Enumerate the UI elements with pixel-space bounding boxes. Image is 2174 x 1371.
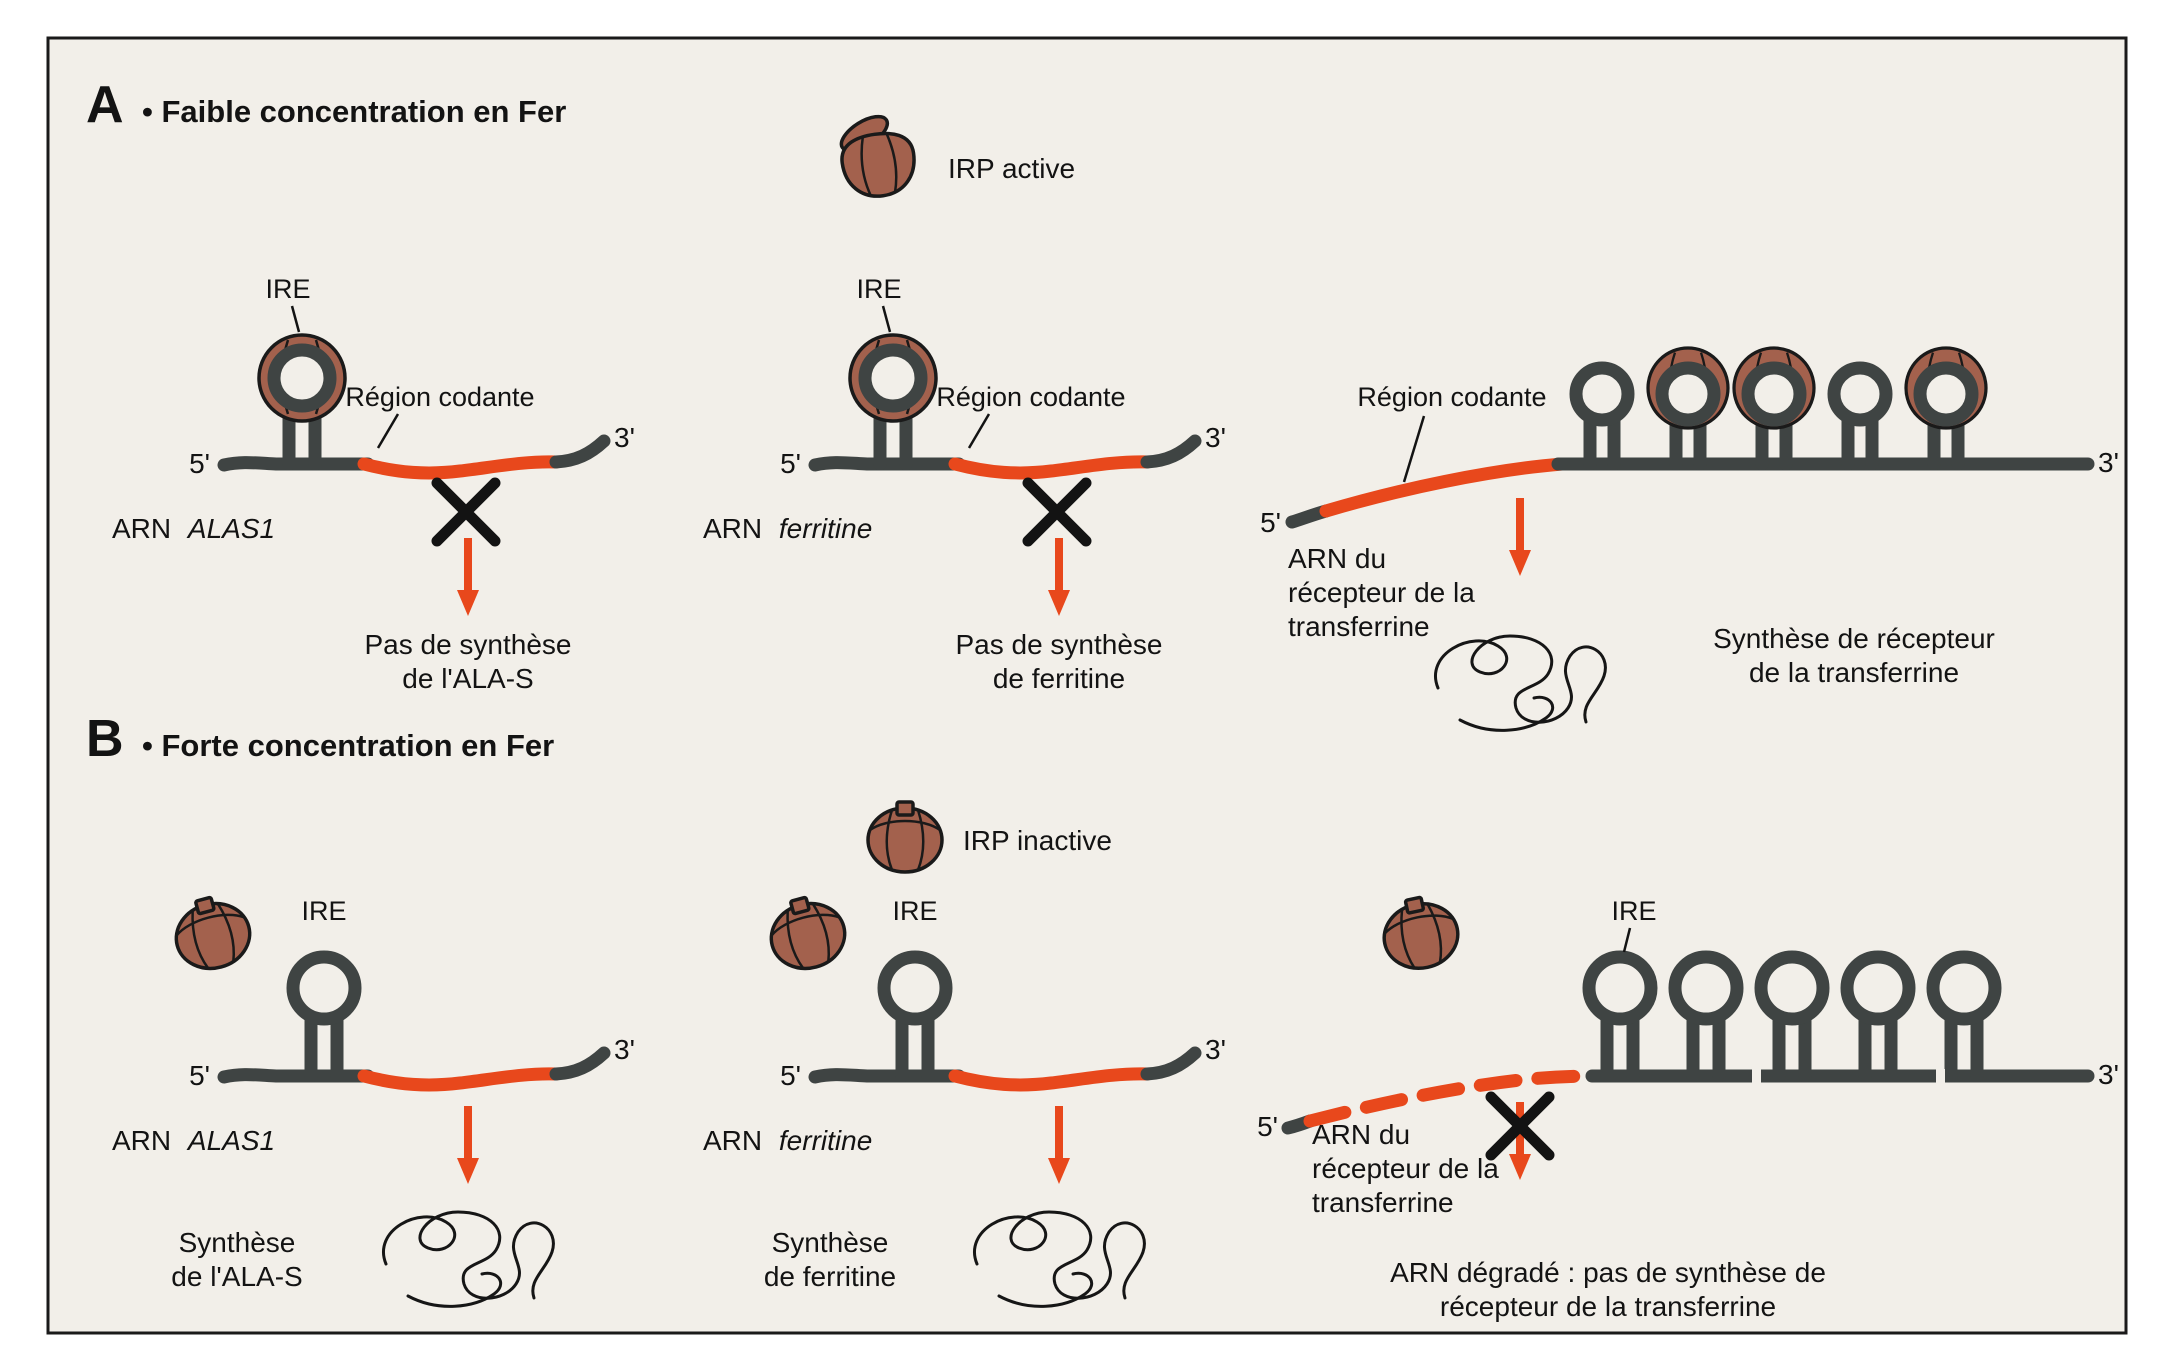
irp-inactive-label: IRP inactive [963, 825, 1112, 856]
rna-prefix: ARN [703, 1125, 762, 1156]
result-text-line1: Synthèse [179, 1227, 296, 1258]
rna-name-line1: ARN du [1288, 543, 1386, 574]
panel-a: A • Faible concentration en Fer IRP acti… [86, 76, 2119, 732]
result-text-line1: Pas de synthèse [955, 629, 1162, 660]
coding-region-pointer-line [967, 413, 991, 449]
rna-prefix: ARN [703, 513, 762, 544]
rna-name-line3: transferrine [1288, 611, 1430, 642]
three-prime-label: 3' [614, 1034, 635, 1065]
rna-strand [224, 463, 368, 465]
diagram-b-ferritine: 5' IRE 3' ARN ferritine Synthèse de ferr… [703, 887, 1226, 1308]
result-text-line2: de ferritine [993, 663, 1125, 694]
rna-name-label: ARN ALAS1 [112, 1125, 275, 1156]
result-text-line2: de l'ALA-S [402, 663, 533, 694]
five-prime-label: 5' [780, 448, 801, 479]
five-prime-label: 5' [780, 1060, 801, 1091]
rna-strand [815, 463, 959, 465]
ire-loop-ring-2 [1741, 361, 1807, 427]
coding-region-degraded [1303, 1069, 1607, 1128]
rna-name-label: ARN ferritine [703, 513, 872, 544]
panel-b-title: B • Forte concentration en Fer [86, 710, 554, 768]
ire-label: IRE [892, 896, 937, 926]
rna-nick-1 [1752, 1069, 1761, 1084]
rna-name-line3: transferrine [1312, 1187, 1454, 1218]
coding-region-pointer-line [1402, 415, 1426, 483]
rna-strand [815, 1075, 959, 1077]
ire-loop-ring [858, 343, 928, 413]
five-prime-label: 5' [1257, 1111, 1278, 1142]
rna-prefix: ARN [112, 1125, 171, 1156]
result-text-line1: Synthèse [772, 1227, 889, 1258]
diagram-a-alas1: 5' IRE 3' Région codante ARN ALAS1 Pas d… [112, 274, 635, 694]
three-prime-label: 3' [1205, 422, 1226, 453]
panel-a-letter: A [86, 76, 124, 134]
ire-pointer-line [881, 305, 892, 333]
ire-pointer-line [1622, 927, 1632, 953]
result-text-line2: de la transferrine [1749, 657, 1959, 688]
ire-loop-ring [267, 343, 337, 413]
ire-label: IRE [1611, 896, 1656, 926]
coding-region-label: Région codante [345, 382, 534, 412]
rna-name-label: ARN ferritine [703, 1125, 872, 1156]
ire-label: IRE [301, 896, 346, 926]
coding-region-label: Région codante [1357, 382, 1546, 412]
ire-label: IRE [856, 274, 901, 304]
diagram-a-ferritine: 5' IRE 3' Région codante ARN ferritine P… [703, 274, 1226, 694]
result-text-line1: Synthèse de récepteur [1713, 623, 1995, 654]
rna-prefix: ARN [112, 513, 171, 544]
coding-region-label: Région codante [936, 382, 1125, 412]
result-text-line1: ARN dégradé : pas de synthèse de [1390, 1257, 1826, 1288]
result-text-line2: récepteur de la transferrine [1440, 1291, 1776, 1322]
panel-b-letter: B [86, 710, 124, 768]
panel-b-title-text: • Forte concentration en Fer [142, 728, 554, 763]
three-prime-label: 3' [1205, 1034, 1226, 1065]
rna-gene-name: ferritine [779, 513, 872, 544]
result-text-line2: de ferritine [764, 1261, 896, 1292]
rna-gene-name: ALAS1 [186, 513, 275, 544]
rna-name-line1: ARN du [1312, 1119, 1410, 1150]
five-prime-label: 5' [189, 448, 210, 479]
rna-gene-name: ferritine [779, 1125, 872, 1156]
rna-nick-2 [1936, 1069, 1945, 1084]
ire-pointer-line [290, 305, 301, 333]
ire-label: IRE [265, 274, 310, 304]
rna-strand [224, 1075, 368, 1077]
rna-gene-name: ALAS1 [186, 1125, 275, 1156]
panel-a-title: A • Faible concentration en Fer [86, 76, 566, 134]
irp-active-label: IRP active [948, 153, 1075, 184]
panel-b: B • Forte concentration en Fer IRP inact… [86, 710, 2119, 1322]
coding-region [1319, 457, 1569, 518]
three-prime-label: 3' [614, 422, 635, 453]
diagram-a-transferrin-receptor: 5' 3' Région codante ARN du récepteur de… [1260, 346, 2119, 732]
coding-region-pointer-line [376, 413, 400, 449]
rna-name-line2: récepteur de la [1288, 577, 1475, 608]
three-prime-label: 3' [2098, 1059, 2119, 1090]
five-prime-label: 5' [1260, 507, 1281, 538]
five-prime-label: 5' [189, 1060, 210, 1091]
result-text-line2: de l'ALA-S [171, 1261, 302, 1292]
ire-loop-ring-1 [1655, 361, 1721, 427]
rna-name-line2: récepteur de la [1312, 1153, 1499, 1184]
three-prime-label: 3' [2098, 447, 2119, 478]
diagram-b-transferrin-receptor: 5' IRE 3' ARN du récepteur de la transfe… [1257, 889, 2119, 1322]
diagram-b-alas1: 5' IRE 3' ARN ALAS1 Synthèse de l'ALA-S [112, 887, 635, 1308]
panel-a-title-text: • Faible concentration en Fer [142, 94, 566, 129]
diagram-frame [46, 36, 2128, 1335]
result-text-line1: Pas de synthèse [364, 629, 571, 660]
rna-name-label: ARN ALAS1 [112, 513, 275, 544]
ire-loop-ring-3 [1913, 361, 1979, 427]
